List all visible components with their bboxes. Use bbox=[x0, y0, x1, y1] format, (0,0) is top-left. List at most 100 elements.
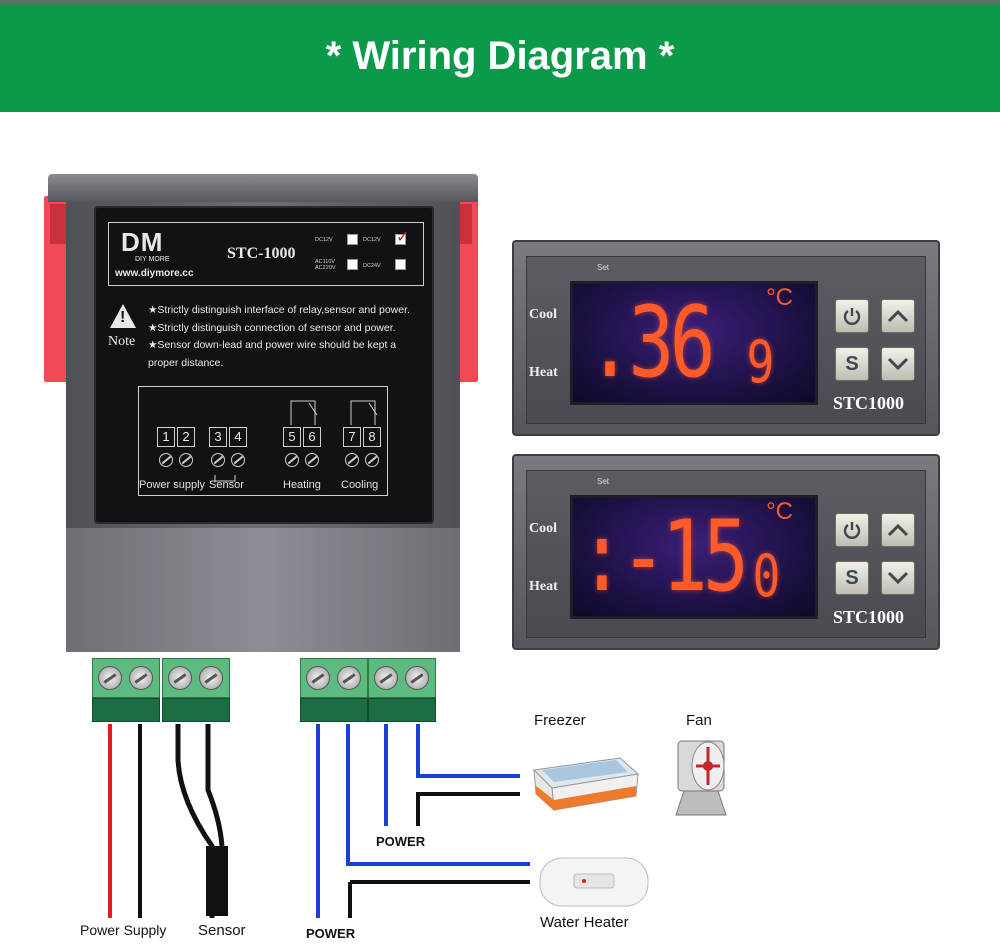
power-label-left: POWER bbox=[306, 926, 356, 941]
set-label: Set bbox=[597, 263, 610, 272]
power-icon bbox=[843, 522, 861, 539]
warning-icon bbox=[110, 304, 136, 328]
terminal-block-power bbox=[92, 658, 160, 722]
cooling-wire-black bbox=[416, 792, 520, 826]
terminal-number: 1 bbox=[157, 427, 175, 447]
temperature-decimal-wrap: 9 bbox=[743, 332, 778, 392]
lcd-screen: :-15 0 °C bbox=[570, 495, 818, 619]
heat-label: Heat bbox=[529, 579, 558, 594]
down-button[interactable] bbox=[881, 561, 915, 595]
down-button[interactable] bbox=[881, 347, 915, 381]
screw-icon bbox=[337, 666, 361, 690]
heat-label: Heat bbox=[529, 365, 558, 380]
cool-label: Cool bbox=[529, 521, 557, 536]
note-list: ★Strictly distinguish interface of relay… bbox=[148, 302, 428, 372]
lcd-screen: .36 9 °C bbox=[570, 281, 818, 405]
temperature-decimal: 0 bbox=[752, 542, 781, 610]
terminal-number: 7 bbox=[343, 427, 361, 447]
power-button[interactable] bbox=[835, 299, 869, 333]
heating-wire-blue-2 bbox=[346, 724, 530, 866]
display-model-name: STC1000 bbox=[833, 607, 905, 627]
up-arrow-icon bbox=[887, 523, 909, 537]
display-panel: Set Cool Heat .36 9 °C S STC1000 bbox=[526, 256, 926, 424]
note-item: ★Strictly distinguish interface of relay… bbox=[148, 304, 410, 316]
temperature-main: :-15 bbox=[579, 500, 749, 614]
terminal-number: 3 bbox=[209, 427, 227, 447]
display-unit-bottom: Set Cool Heat :-15 0 °C S STC1000 bbox=[512, 454, 940, 650]
terminal-group-label: Sensor bbox=[209, 479, 244, 491]
sensor-wire bbox=[205, 724, 225, 847]
banner-top-edge bbox=[0, 0, 1000, 8]
freezer-icon bbox=[532, 757, 640, 812]
terminal-group-label: Heating bbox=[283, 479, 321, 491]
controller-label: DM DIY MORE www.diymore.cc STC-1000 DC12… bbox=[94, 206, 434, 524]
sensor-wire bbox=[175, 724, 215, 918]
terminal-screw-icon bbox=[179, 453, 193, 467]
temperature-readout: :-15 bbox=[579, 502, 791, 612]
temperature-decimal: 9 bbox=[746, 328, 775, 396]
title-banner: * Wiring Diagram * bbox=[0, 0, 1000, 112]
screw-icon bbox=[306, 666, 330, 690]
power-supply-label: Power Supply bbox=[80, 922, 167, 938]
set-label: Set bbox=[597, 477, 610, 486]
option-checkbox-checked: ✓ bbox=[395, 229, 410, 246]
terminal-screw-icon bbox=[345, 453, 359, 467]
controller-body-lower bbox=[66, 528, 460, 652]
power-icon bbox=[843, 308, 861, 325]
screw-icon bbox=[199, 666, 223, 690]
relay-symbols bbox=[214, 400, 378, 482]
note-label: Note bbox=[108, 334, 136, 349]
note-item: ★Sensor down-lead and power wire should … bbox=[148, 339, 397, 369]
up-button[interactable] bbox=[881, 513, 915, 547]
option-label: DC12V bbox=[315, 237, 333, 243]
terminal-group-label: Power supply bbox=[139, 479, 206, 491]
terminal-diagram: 1 2 3 4 5 6 7 8 Power supply Sensor Heat… bbox=[138, 386, 388, 496]
fan-label: Fan bbox=[686, 712, 712, 729]
power-button[interactable] bbox=[835, 513, 869, 547]
display-panel: Set Cool Heat :-15 0 °C S STC1000 bbox=[526, 470, 926, 638]
set-button[interactable]: S bbox=[835, 347, 869, 381]
terminal-block-sensor bbox=[162, 658, 230, 722]
terminal-screw-icon bbox=[231, 453, 245, 467]
brand-logo: DM bbox=[121, 227, 164, 257]
option-label: DC12V bbox=[363, 237, 381, 243]
brand-url: www.diymore.cc bbox=[115, 268, 194, 279]
up-button[interactable] bbox=[881, 299, 915, 333]
display-model-name: STC1000 bbox=[833, 393, 905, 413]
freezer-label: Freezer bbox=[534, 712, 586, 729]
terminal-number: 5 bbox=[283, 427, 301, 447]
set-button[interactable]: S bbox=[835, 561, 869, 595]
temperature-main: .36 bbox=[587, 286, 716, 400]
terminal-number: 2 bbox=[177, 427, 195, 447]
screw-icon bbox=[405, 666, 429, 690]
terminal-screw-icon bbox=[365, 453, 379, 467]
sensor-probe bbox=[206, 846, 228, 916]
sensor-label: Sensor bbox=[198, 922, 246, 939]
brand-subtitle: DIY MORE bbox=[135, 256, 170, 263]
terminal-group-label: Cooling bbox=[341, 479, 379, 491]
power-label-mid: POWER bbox=[376, 834, 426, 849]
option-checkbox bbox=[347, 259, 358, 270]
temperature-decimal-wrap: 0 bbox=[749, 546, 784, 606]
unit-label: °C bbox=[766, 284, 793, 311]
option-checkbox bbox=[395, 259, 406, 270]
terminal-block-heating bbox=[300, 658, 368, 722]
screw-icon bbox=[374, 666, 398, 690]
up-arrow-icon bbox=[887, 309, 909, 323]
down-arrow-icon bbox=[887, 571, 909, 585]
water-heater-label: Water Heater bbox=[540, 914, 629, 931]
terminal-number: 8 bbox=[363, 427, 381, 447]
screw-icon bbox=[98, 666, 122, 690]
option-checkbox bbox=[347, 234, 358, 245]
display-unit-top: Set Cool Heat .36 9 °C S STC1000 bbox=[512, 240, 940, 436]
terminal-screw-icon bbox=[305, 453, 319, 467]
note-item: ★Strictly distinguish connection of sens… bbox=[148, 321, 396, 334]
model-name: STC-1000 bbox=[227, 245, 296, 262]
option-label: DC24V bbox=[363, 263, 381, 269]
terminal-screw-icon bbox=[159, 453, 173, 467]
temperature-readout: .36 bbox=[587, 288, 746, 398]
terminal-number: 6 bbox=[303, 427, 321, 447]
cooling-wire-blue bbox=[416, 724, 520, 778]
unit-label: °C bbox=[766, 498, 793, 525]
